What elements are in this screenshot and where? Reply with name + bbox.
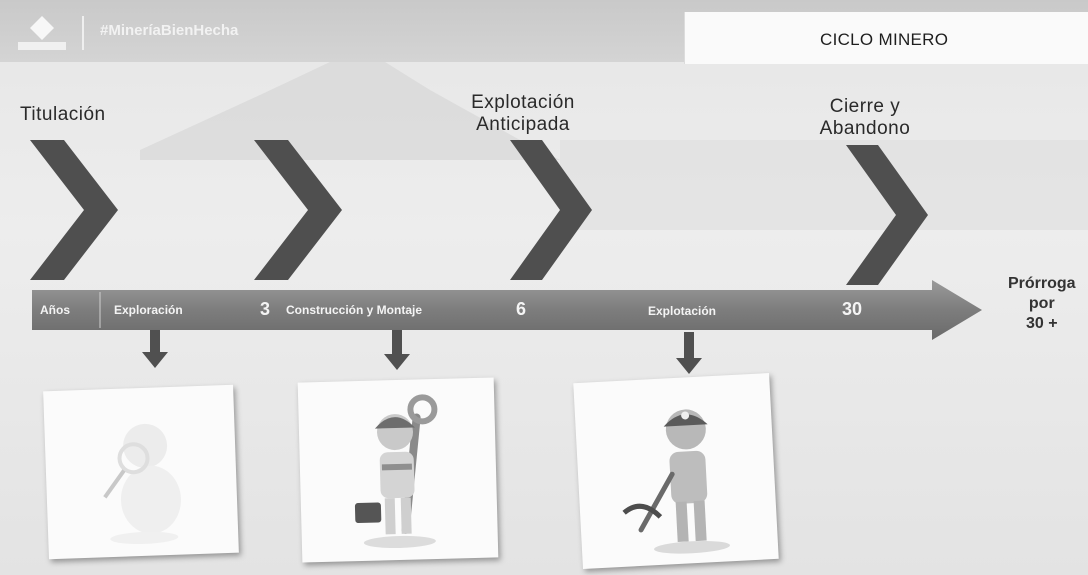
chevron-icon <box>254 140 342 280</box>
timeline-label-explotacion: Explotación <box>648 304 717 318</box>
arrow-down-icon <box>384 330 410 370</box>
builder-with-wrench-figure-icon <box>354 394 438 549</box>
photo-explotacion <box>573 372 779 570</box>
timeline-label-anos: Años <box>40 303 70 317</box>
timeline-label-construccion: Construcción y Montaje <box>286 303 423 317</box>
page-title: CICLO MINERO <box>820 30 949 49</box>
arrow-down-icon <box>676 332 702 374</box>
title-box <box>684 12 1088 64</box>
stage-label-titulacion: Titulación <box>20 104 106 125</box>
chevron-icon <box>510 140 592 280</box>
timeline-year-3: 3 <box>260 299 271 319</box>
photo-exploracion <box>43 384 239 560</box>
chevron-icon <box>30 140 118 280</box>
hashtag-label: #MineríaBienHecha <box>100 22 239 39</box>
photo-construccion <box>297 377 499 563</box>
stage-label-line: Explotación <box>471 92 575 113</box>
stage-label-cierre: Cierre y Abandono <box>800 96 930 140</box>
prorroga-line: 30 + <box>1025 315 1058 332</box>
timeline-year-6: 6 <box>516 299 527 319</box>
prorroga-line: Prórroga <box>1008 275 1076 292</box>
arrow-down-icon <box>142 330 168 368</box>
magnifying-glass-figure-icon <box>103 423 181 545</box>
miner-with-pickaxe-figure-icon <box>622 409 730 554</box>
stage-label-explotacion-anticipada: Explotación Anticipada <box>448 92 598 136</box>
chevron-icon <box>846 145 928 285</box>
timeline-label-exploracion: Exploración <box>114 303 183 317</box>
ministry-logo <box>18 16 66 50</box>
stage-label-line: Abandono <box>819 118 911 139</box>
timeline-year-30: 30 <box>842 299 863 319</box>
header-separator <box>82 16 84 50</box>
stage-label-line: Anticipada <box>476 114 570 135</box>
prorroga-label: Prórroga por 30 + <box>1008 274 1076 334</box>
prorroga-line: por <box>1028 295 1055 312</box>
stage-label-line: Cierre y <box>829 96 901 117</box>
